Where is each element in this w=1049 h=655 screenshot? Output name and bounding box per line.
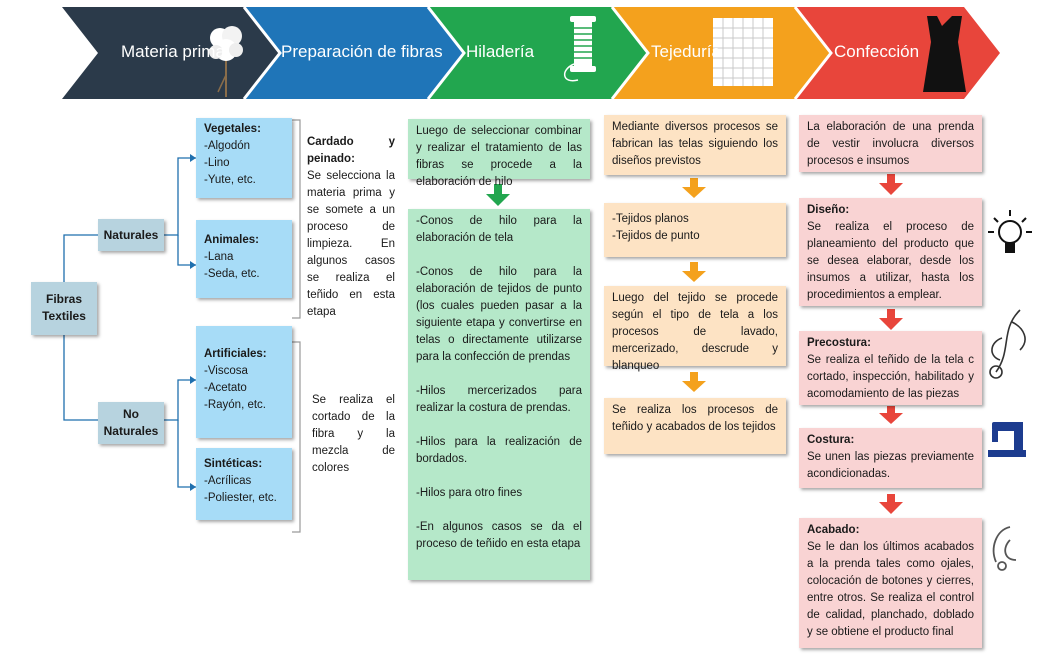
- stage-label-confeccion: Confección: [834, 42, 920, 61]
- hiladeria-item: -Conos de hilo para la elaboración de te…: [416, 215, 582, 244]
- hiladeria-item: -Conos de hilo para la elaboración de te…: [416, 266, 582, 363]
- chevron-hiladeria: [428, 7, 648, 99]
- lightbulb-icon: [988, 210, 1032, 253]
- acabado-box: Acabado: Se le dan los últimos acabados …: [799, 518, 982, 648]
- hiladeria-item: -En algunos casos se da el proceso de te…: [416, 521, 582, 550]
- tejeduria-acabados-box: Se realiza los procesos de teñido y acab…: [604, 398, 786, 454]
- tejeduria-tipos-box: -Tejidos planos -Tejidos de punto: [604, 203, 786, 257]
- hiladeria-item: -Hilos para otro fines: [416, 487, 523, 499]
- arrows-red: [879, 174, 903, 514]
- chevron-preparacion: [244, 7, 464, 99]
- cortado-text: Se realiza el cortado de la fibra y la m…: [312, 394, 395, 474]
- hiladeria-items-box: -Conos de hilo para la elaboración de te…: [408, 209, 590, 580]
- tejeduria-intro-box: Mediante diversos procesos se fabrican l…: [604, 115, 786, 175]
- cotton-icon: [209, 26, 243, 97]
- tejeduria-lavado-box: Luego del tejido se procede según el tip…: [604, 286, 786, 372]
- hiladeria-intro-box: Luego de seleccionar combinar y realizar…: [408, 119, 590, 188]
- stage-label-hiladeria: Hiladería: [466, 42, 535, 61]
- confeccion-intro-box: La elaboración de una prenda de vestir i…: [799, 115, 982, 172]
- arrows-orange: [682, 178, 706, 392]
- vegetales-box: Vegetales: -Algodón -Lino -Yute, etc.: [196, 118, 292, 198]
- animales-box: Animales: -Lana -Seda, etc.: [196, 220, 292, 298]
- hiladeria-item: -Hilos mercerizados para realizar la cos…: [416, 385, 582, 414]
- precostura-box: Precostura: Se realiza el teñido de la t…: [799, 331, 982, 405]
- hiladeria-item: -Hilos para la realización de bordados.: [416, 436, 582, 465]
- cardado-text: Cardado y peinado: Se selecciona la mate…: [307, 136, 395, 318]
- stage-label-materia-prima: Materia prima: [121, 42, 225, 61]
- process-header: [62, 6, 1000, 100]
- thread-spool-icon: [564, 16, 596, 82]
- sewing-pattern-icon: [989, 309, 1026, 379]
- arrow-green: [486, 184, 510, 206]
- scissors-icon: [992, 526, 1017, 571]
- stage-label-tejeduria: Tejeduría: [651, 42, 721, 61]
- fibras-textiles-node: Fibras Textiles: [31, 282, 97, 335]
- no-naturales-node: No Naturales: [98, 402, 164, 444]
- woven-fabric-icon: [713, 18, 773, 86]
- sewing-machine-icon: [988, 422, 1026, 457]
- dress-icon: [923, 16, 966, 92]
- diseno-box: Diseño: Se realiza el proceso de planeam…: [799, 198, 982, 306]
- stage-label-preparacion: Preparación de fibras: [281, 42, 443, 61]
- sinteticas-box: Sintéticas: -Acrílicas -Poliester, etc.: [196, 448, 292, 520]
- artificiales-box: Artificiales: -Viscosa -Acetato -Rayón, …: [196, 326, 292, 438]
- naturales-node: Naturales: [98, 219, 164, 251]
- costura-box: Costura: Se unen las piezas previamente …: [799, 428, 982, 488]
